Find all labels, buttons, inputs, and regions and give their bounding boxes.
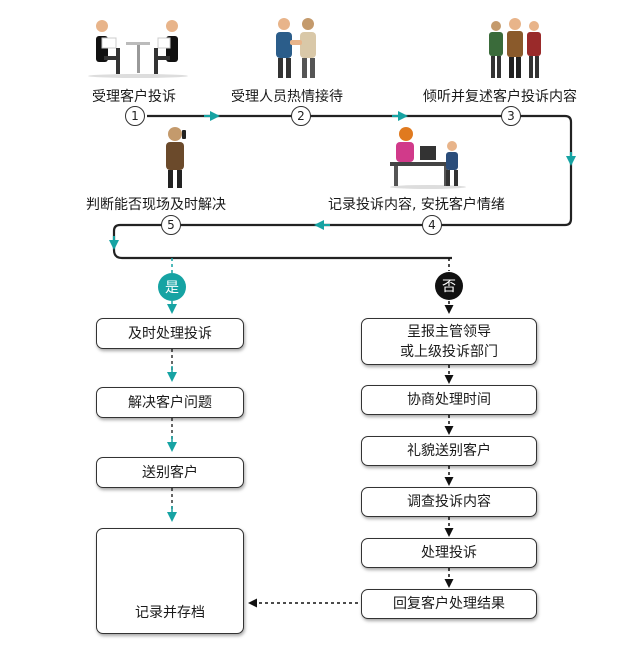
handshake-icon — [276, 18, 316, 78]
no-step-polite-farewell: 礼貌送别客户 — [361, 436, 537, 466]
no-step-investigate: 调查投诉内容 — [361, 487, 537, 517]
step-3-number: 3 — [501, 106, 521, 126]
three-people-icon — [489, 18, 541, 78]
step-1-label: 受理客户投诉 — [92, 89, 176, 105]
step-5-number: 5 — [161, 215, 181, 235]
no-step-process: 处理投诉 — [361, 538, 537, 568]
yes-step-solve-problem: 解决客户问题 — [96, 387, 244, 418]
step-4-number: 4 — [422, 215, 442, 235]
person-on-phone-icon — [166, 127, 186, 188]
yes-step-see-off-customer: 送别客户 — [96, 457, 244, 488]
final-record-archive-box: 记录并存档 — [96, 528, 244, 634]
two-people-meeting-icon — [88, 20, 188, 78]
decision-yes-badge: 是 — [158, 273, 186, 301]
yes-step-handle-complaint: 及时处理投诉 — [96, 318, 244, 349]
step-5-label: 判断能否现场及时解决 — [86, 197, 226, 213]
receptionist-desk-icon — [390, 127, 466, 189]
step-3-label: 倾听并复述客户投诉内容 — [423, 89, 577, 105]
step-2-number: 2 — [291, 106, 311, 126]
no-step-reply-result: 回复客户处理结果 — [361, 589, 537, 619]
decision-no-badge: 否 — [435, 272, 463, 300]
step-4-label: 记录投诉内容, 安抚客户情绪 — [328, 197, 505, 213]
step-1-number: 1 — [125, 106, 145, 126]
step-2-label: 受理人员热情接待 — [231, 89, 343, 105]
no-step-negotiate-time: 协商处理时间 — [361, 385, 537, 415]
final-record-archive-label: 记录并存档 — [135, 605, 205, 621]
no-step-report-supervisor: 呈报主管领导 或上级投诉部门 — [361, 318, 537, 365]
